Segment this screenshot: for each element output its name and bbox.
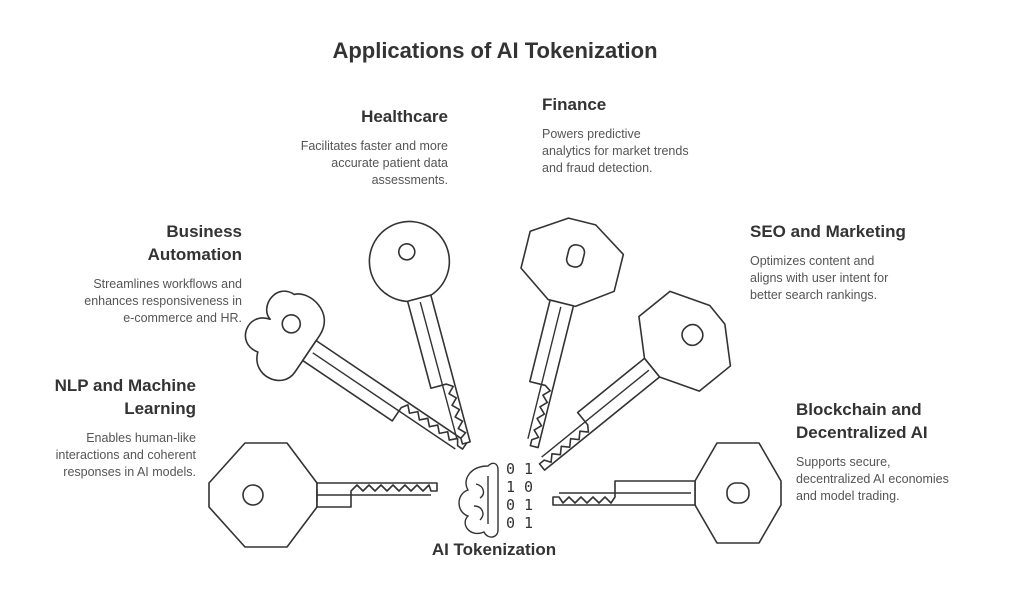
key-icon-business — [244, 290, 468, 450]
business-automation-title: Business Automation — [147, 222, 242, 264]
healthcare-title: Healthcare — [361, 107, 448, 126]
page-title: Applications of AI Tokenization — [332, 38, 658, 63]
application-finance: Finance Powers predictive analytics for … — [542, 93, 692, 177]
business-automation-description: Streamlines workflows and enhances respo… — [84, 277, 242, 325]
brain-binary-icon: 0 1 1 0 0 1 0 1 — [458, 460, 533, 538]
application-nlp-ml: NLP and Machine Learning Enables human-l… — [40, 374, 196, 481]
application-blockchain: Blockchain and Decentralized AI Supports… — [796, 398, 966, 505]
application-healthcare: Healthcare Facilitates faster and more a… — [300, 105, 448, 189]
key-icon-nlp — [208, 442, 438, 548]
healthcare-description: Facilitates faster and more accurate pat… — [300, 139, 448, 187]
seo-marketing-description: Optimizes content and aligns with user i… — [750, 254, 889, 302]
nlp-ml-description: Enables human-like interactions and cohe… — [55, 431, 196, 479]
binary-row-1: 0 1 — [506, 460, 533, 478]
blockchain-description: Supports secure, decentralized AI econom… — [796, 455, 949, 503]
application-business-automation: Business Automation Streamlines workflow… — [80, 220, 242, 327]
center-label: AI Tokenization — [431, 540, 557, 559]
binary-row-4: 0 1 — [506, 514, 533, 532]
key-icon-healthcare — [368, 220, 471, 445]
finance-title: Finance — [542, 95, 607, 114]
seo-marketing-title: SEO and Marketing — [750, 222, 906, 241]
application-seo-marketing: SEO and Marketing Optimizes content and … — [750, 220, 910, 304]
nlp-ml-title: NLP and Machine Learning — [54, 376, 196, 418]
blockchain-title: Blockchain and Decentralized AI — [796, 400, 928, 442]
finance-description: Powers predictive analytics for market t… — [542, 127, 689, 175]
key-icon-seo — [538, 290, 732, 471]
binary-row-2: 1 0 — [506, 478, 533, 496]
binary-row-3: 0 1 — [506, 496, 533, 514]
key-icon-blockchain — [552, 442, 782, 544]
key-icon-finance — [520, 217, 625, 449]
